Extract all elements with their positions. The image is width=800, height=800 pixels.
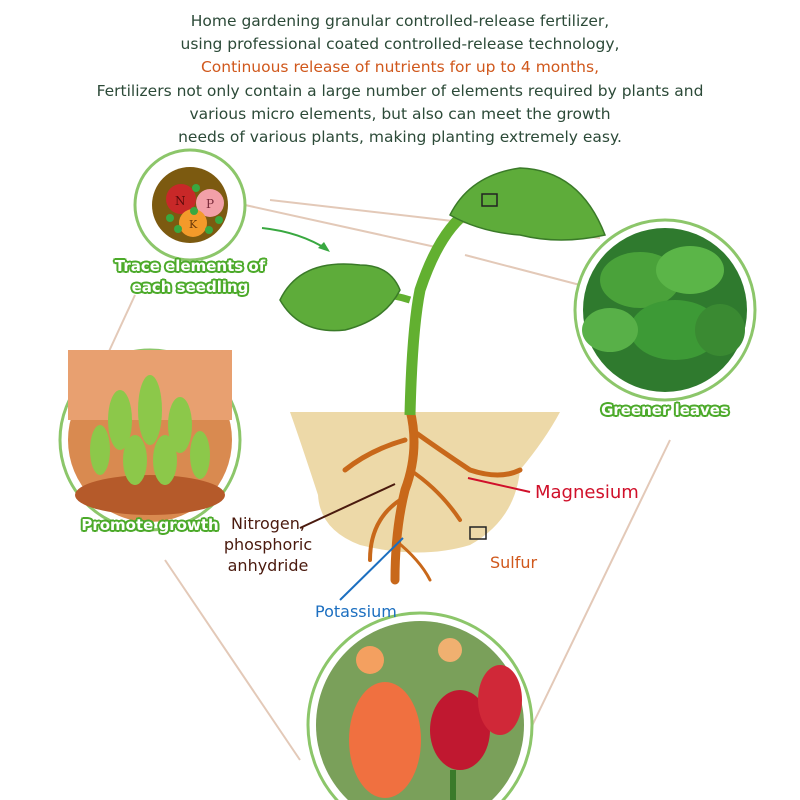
k-ball bbox=[179, 209, 207, 237]
intro-text: Home gardening granular controlled-relea… bbox=[0, 10, 800, 149]
potassium-label: Potassium bbox=[315, 602, 397, 621]
arrow-icon bbox=[261, 227, 329, 251]
p-ball bbox=[196, 189, 224, 217]
n-ball bbox=[166, 184, 196, 214]
left-leaf bbox=[279, 263, 401, 332]
promote-growth-label: Promote growth bbox=[81, 516, 219, 534]
right-leaf bbox=[449, 167, 607, 241]
intro-line: Home gardening granular controlled-relea… bbox=[190, 12, 610, 30]
magnesium-label: Magnesium bbox=[535, 482, 639, 503]
intro-line: Fertilizers not only contain a large num… bbox=[96, 81, 704, 100]
intro-line: needs of various plants, making planting… bbox=[178, 128, 622, 147]
intro-line: various micro elements, but also can mee… bbox=[189, 104, 611, 123]
svg-text:N: N bbox=[175, 194, 186, 208]
sulfur-label: Sulfur bbox=[490, 553, 538, 572]
potassium-arrow bbox=[339, 537, 404, 601]
intro-highlight: Continuous release of nutrients for up t… bbox=[200, 58, 600, 77]
nitrogen-arrow bbox=[299, 483, 396, 529]
npk-badge: N P K bbox=[133, 148, 247, 262]
roots bbox=[342, 405, 523, 585]
promote-growth-photo bbox=[58, 348, 242, 532]
stem bbox=[404, 205, 474, 416]
svg-text:P: P bbox=[206, 197, 214, 211]
greener-leaves-label: Greener leaves bbox=[601, 401, 729, 419]
intro-line: using professional coated controlled-rel… bbox=[180, 35, 620, 54]
greener-leaves-photo bbox=[573, 218, 757, 402]
svg-text:K: K bbox=[189, 218, 198, 231]
tulips-photo bbox=[306, 611, 534, 800]
magnesium-arrow bbox=[467, 477, 531, 493]
